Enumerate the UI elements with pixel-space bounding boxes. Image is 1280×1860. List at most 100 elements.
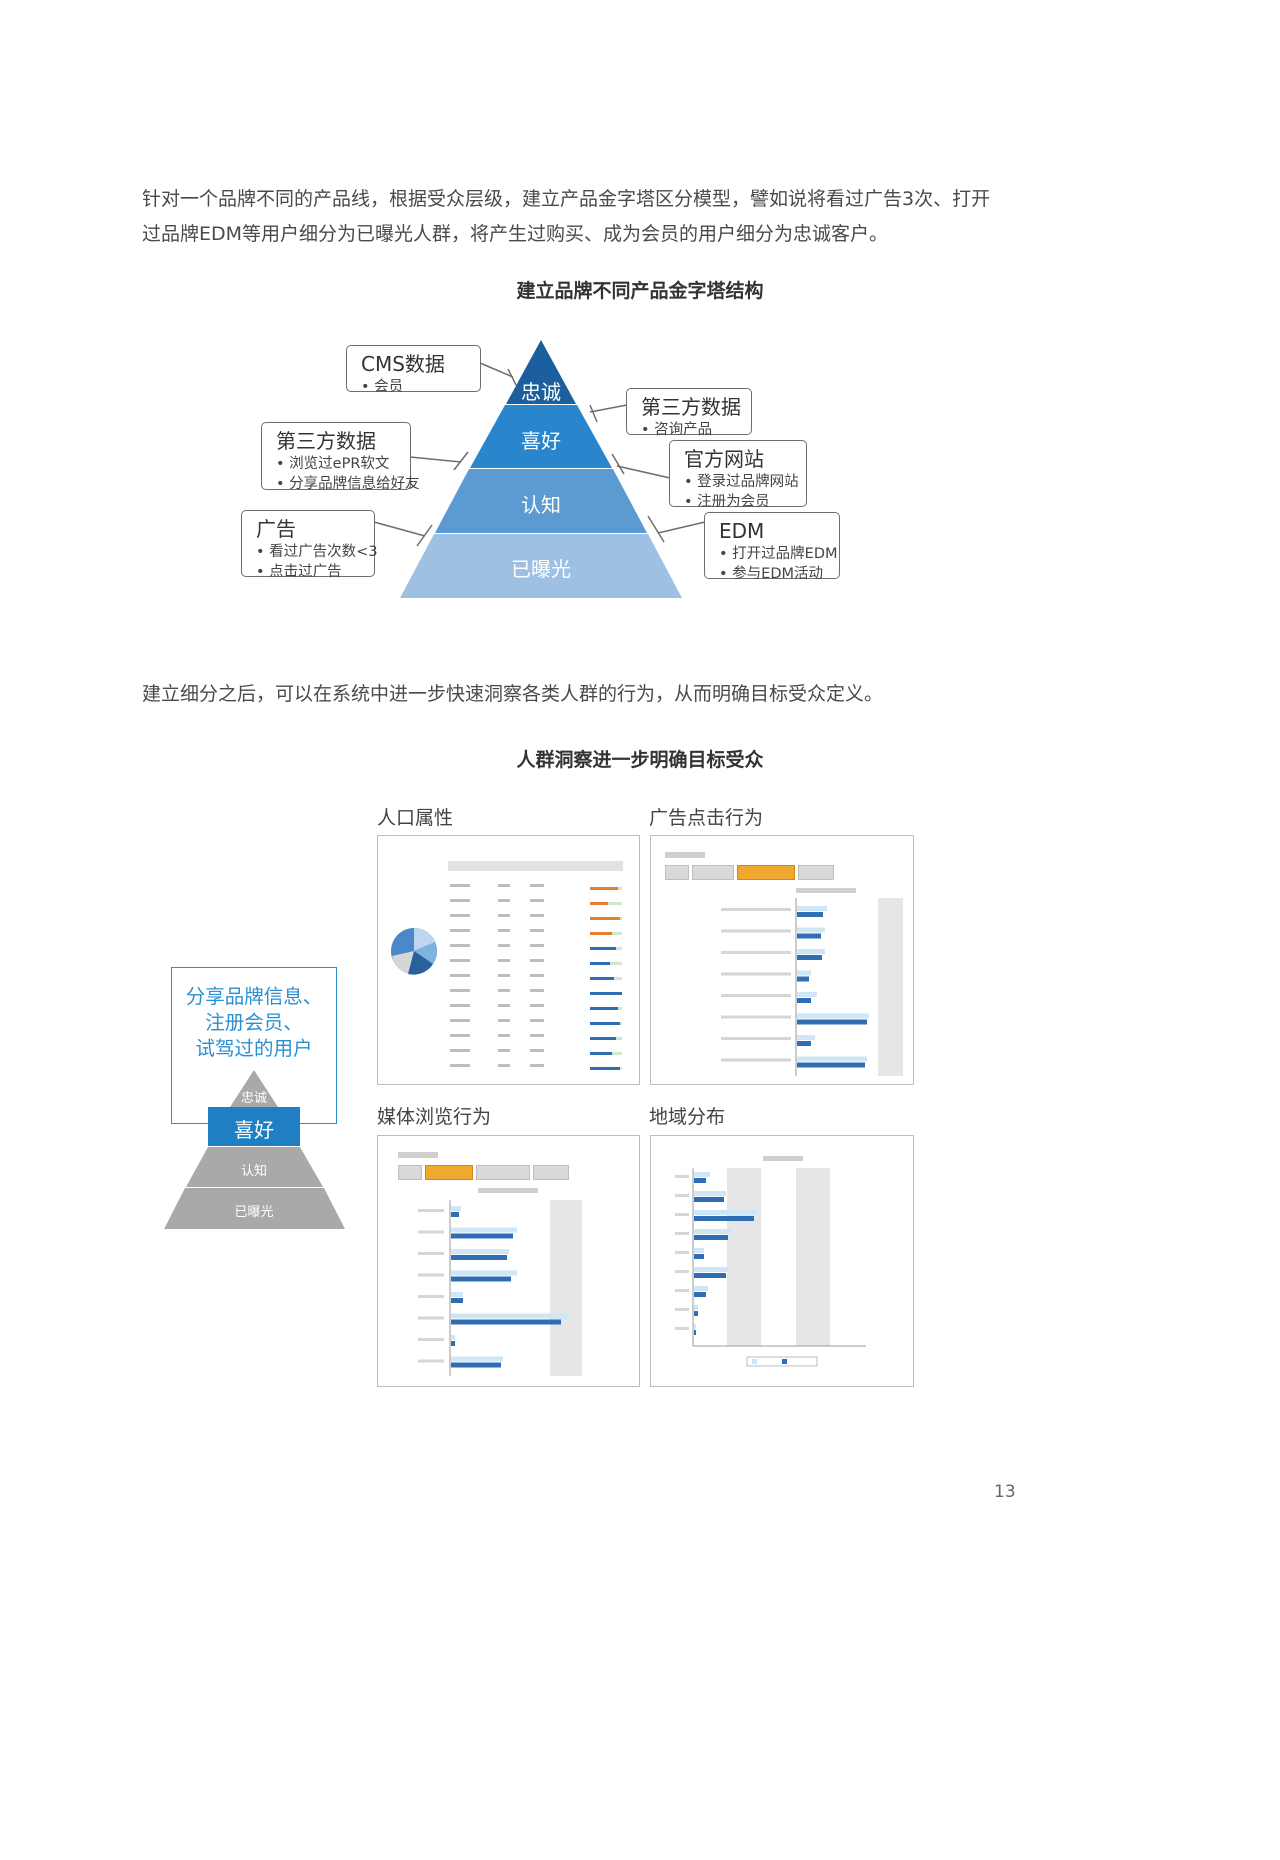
- bar-label: [675, 1308, 689, 1311]
- callout-ads-item-1: 看过广告次数<3: [256, 542, 377, 562]
- table-cell: [530, 1004, 544, 1007]
- callout-third-left-item-1: 浏览过ePR软文: [276, 454, 396, 474]
- bar-label: [418, 1316, 444, 1320]
- bar-dark: [797, 1062, 865, 1068]
- tile-title-media: 媒体浏览行为: [377, 1106, 492, 1128]
- segment-line-1: 分享品牌信息、: [185, 985, 323, 1008]
- media-thumbnail: [377, 1135, 640, 1387]
- callout-official-item-1: 登录过品牌网站: [684, 472, 799, 492]
- intro-line-1: 针对一个品牌不同的产品线，根据受众层级，建立产品金字塔区分模型，譬如说将看过广告…: [142, 188, 991, 210]
- table-cell: [530, 914, 544, 917]
- page-number: 13: [994, 1482, 1016, 1502]
- callout-ads-item-2: 点击过广告: [256, 562, 360, 582]
- pyramid-level-preference: [470, 405, 612, 468]
- bar-light: [451, 1249, 509, 1254]
- connector-ads-tick: [416, 524, 433, 547]
- table-bar: [590, 1052, 612, 1055]
- bar-dark: [451, 1319, 561, 1325]
- bar-dark: [451, 1341, 455, 1346]
- table-bar: [590, 1037, 616, 1040]
- bar-label: [418, 1338, 444, 1341]
- bar-light: [797, 1056, 867, 1062]
- connector-cms: [479, 362, 514, 378]
- bar-light: [451, 1227, 517, 1233]
- ad-clicks-bar-group: [721, 906, 869, 1068]
- intro-line-2: 过品牌EDM等用户细分为已曝光人群，将产生过购买、成为会员的用户细分为忠诚客户。: [142, 223, 889, 245]
- callout-official-title: 官方网站: [684, 447, 764, 471]
- middle-paragraph: 建立细分之后，可以在系统中进一步快速洞察各类人群的行为，从而明确目标受众定义。: [142, 683, 884, 705]
- bar-label: [721, 908, 791, 911]
- table-cell: [498, 1064, 510, 1067]
- shaded-band-1: [727, 1168, 761, 1346]
- bar-dark: [797, 955, 822, 960]
- media-heading-strip: [398, 1152, 438, 1158]
- table-bar: [590, 1022, 620, 1025]
- bar-light: [694, 1191, 726, 1196]
- small-pyramid-awareness: [186, 1147, 323, 1187]
- bar-label: [721, 1037, 791, 1040]
- bar-label: [418, 1359, 444, 1363]
- bar-light: [797, 970, 811, 976]
- table-cell: [450, 959, 470, 962]
- connector-edm-tick: [647, 515, 665, 543]
- table-cell: [450, 1004, 470, 1007]
- chart-title-strip: [763, 1156, 803, 1161]
- pie-slice-d: [392, 951, 414, 974]
- chart-title-strip: [478, 1188, 538, 1193]
- table-bar: [590, 977, 614, 980]
- bar-label: [721, 929, 791, 933]
- callout-third-party-right: 第三方数据 咨询产品: [626, 388, 752, 438]
- callout-third-party-left: 第三方数据 浏览过ePR软文 分享品牌信息给好友: [261, 422, 420, 492]
- table-cell: [498, 884, 510, 887]
- bar-dark: [451, 1212, 459, 1217]
- bar-light: [451, 1313, 569, 1319]
- bar-label: [721, 1058, 791, 1062]
- bar-dark: [694, 1330, 696, 1335]
- bar-light: [797, 927, 825, 933]
- table-cell: [450, 1034, 470, 1037]
- legend-box: [746, 1356, 818, 1367]
- connector-ads: [373, 521, 426, 537]
- callout-official-item-2: 注册为会员: [684, 492, 792, 512]
- region-thumbnail: [650, 1135, 914, 1387]
- table-cell: [498, 959, 510, 962]
- bar-dark: [694, 1311, 698, 1316]
- bar-light: [694, 1267, 728, 1272]
- table-cell: [498, 989, 510, 992]
- demographics-thumbnail-graphic: [391, 861, 623, 1070]
- intro-paragraph: 针对一个品牌不同的产品线，根据受众层级，建立产品金字塔区分模型，譬如说将看过广告…: [142, 182, 990, 252]
- bar-label: [675, 1251, 689, 1254]
- media-bars: [418, 1188, 582, 1376]
- bar-dark: [797, 912, 823, 917]
- connector-third-left: [409, 456, 462, 463]
- table-cell: [530, 1049, 544, 1052]
- table-cell: [450, 989, 470, 992]
- bar-dark: [797, 1041, 811, 1046]
- table-cell: [530, 974, 544, 977]
- table-bar: [590, 902, 608, 905]
- table-cell: [450, 1064, 470, 1067]
- small-pyramid-exposed: [164, 1188, 345, 1229]
- pie-slice-b: [414, 942, 437, 964]
- bar-dark: [694, 1235, 728, 1240]
- table-cell: [530, 929, 544, 932]
- pyramid-level-awareness: [435, 469, 647, 533]
- connector-official-tick: [611, 453, 625, 475]
- pyramid-diagram: [373, 340, 706, 598]
- callout-edm: EDM 打开过品牌EDM 参与EDM活动: [704, 512, 840, 582]
- bar-light: [694, 1172, 710, 1177]
- bar-dark: [694, 1292, 706, 1297]
- bar-label: [418, 1252, 444, 1255]
- table-bar: [590, 1067, 620, 1070]
- ad-clicks-tab-1: [665, 865, 689, 880]
- bar-dark: [694, 1254, 704, 1259]
- demographics-thumbnail: [377, 835, 640, 1085]
- bar-dark: [451, 1362, 501, 1368]
- bar-label: [675, 1289, 689, 1292]
- region-bars: [675, 1156, 866, 1367]
- callout-ads-title: 广告: [256, 517, 296, 541]
- table-cell: [498, 929, 510, 932]
- tile-title-ad-clicks: 广告点击行为: [649, 807, 764, 829]
- pie-slice-c: [408, 951, 433, 975]
- bar-light: [694, 1324, 696, 1329]
